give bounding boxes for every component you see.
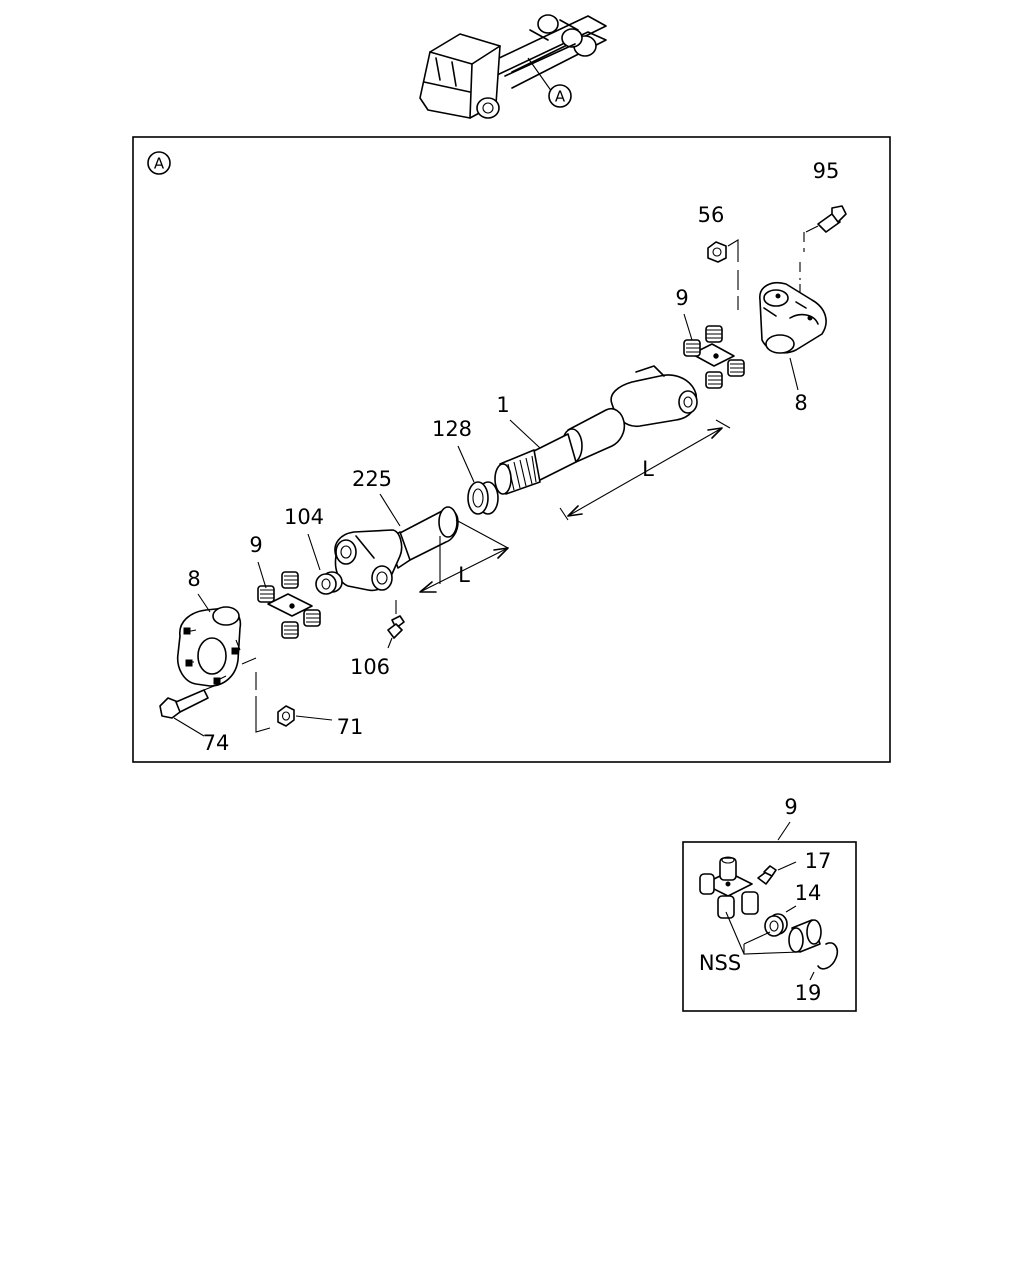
- main-assembly-panel: [132, 136, 891, 763]
- label-19: 19: [795, 981, 822, 1005]
- label-95: 95: [813, 159, 840, 183]
- flange-yoke-right-icon[interactable]: [759, 282, 827, 354]
- svg-text:A: A: [154, 155, 165, 173]
- flange-yoke-left-icon[interactable]: [176, 606, 242, 687]
- label-14: 14: [795, 881, 822, 905]
- label-106: 106: [350, 655, 390, 679]
- label-nss: NSS: [699, 951, 741, 975]
- dim-l-upper-label: L: [642, 457, 654, 481]
- universal-joint-left-icon[interactable]: [257, 571, 321, 639]
- label-17: 17: [805, 849, 832, 873]
- panel-tag-a: A: [147, 151, 171, 175]
- callout-a-label: A: [555, 88, 566, 106]
- truck-locator-illustration: [419, 14, 607, 119]
- label-8-right: 8: [794, 391, 807, 415]
- dimension-l-lower: [419, 519, 509, 593]
- label-128: 128: [432, 417, 472, 441]
- label-56: 56: [698, 203, 725, 227]
- seal-128-icon[interactable]: [467, 481, 499, 515]
- seal-104-icon[interactable]: [315, 571, 343, 595]
- slip-yoke-225-icon[interactable]: [334, 506, 459, 592]
- nut-56-icon[interactable]: [707, 241, 727, 263]
- callout-a-circle[interactable]: A: [548, 84, 572, 108]
- bolt-74-icon[interactable]: [159, 685, 215, 719]
- ujoint-cross-detail-icon[interactable]: [699, 856, 759, 919]
- grease-fitting-106-icon[interactable]: [387, 600, 405, 649]
- label-1: 1: [496, 393, 509, 417]
- seal-14-icon[interactable]: [764, 913, 788, 937]
- label-225: 225: [352, 467, 392, 491]
- propeller-shaft-1-icon[interactable]: [494, 365, 698, 495]
- nut-71-icon[interactable]: [277, 705, 295, 727]
- label-104: 104: [284, 505, 324, 529]
- grease-fitting-17-icon[interactable]: [757, 865, 777, 885]
- bolt-95-icon[interactable]: [805, 205, 847, 233]
- snap-ring-19-icon[interactable]: [817, 942, 839, 970]
- bearing-cup-icon[interactable]: [788, 919, 822, 953]
- detail-panel-title: 9: [784, 795, 797, 819]
- label-9-left: 9: [249, 533, 262, 557]
- dimension-l-upper: [559, 419, 731, 521]
- dim-l-lower-label: L: [458, 563, 470, 587]
- label-71: 71: [337, 715, 364, 739]
- label-8-left: 8: [187, 567, 200, 591]
- universal-joint-right-icon[interactable]: [683, 325, 745, 389]
- label-9-right: 9: [675, 286, 688, 310]
- ujoint-detail-panel: [682, 841, 857, 1012]
- label-74: 74: [203, 731, 230, 755]
